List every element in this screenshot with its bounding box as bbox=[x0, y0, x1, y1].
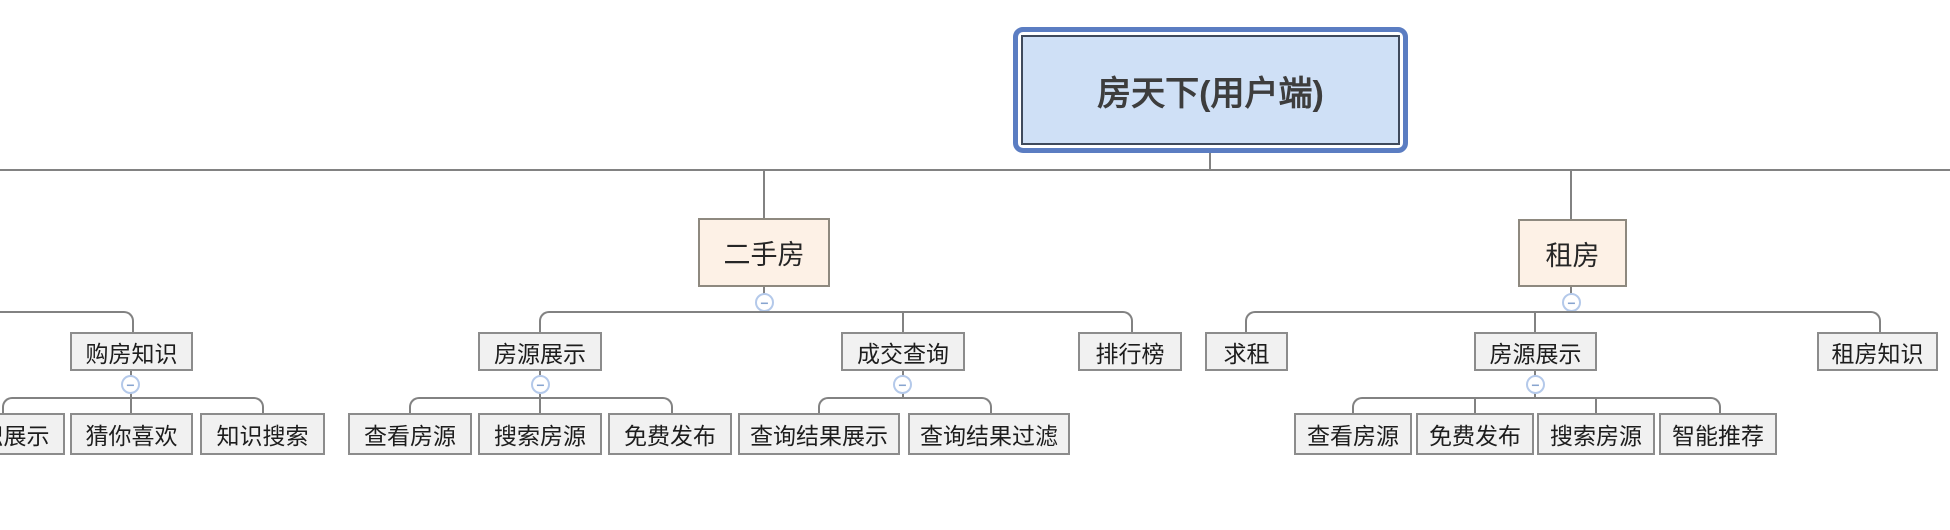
topic-knowledge-display[interactable]: 知识展示 bbox=[0, 413, 65, 455]
topic-guess-you-like-label: 猜你喜欢 bbox=[85, 423, 178, 449]
topic-rent-label: 租房 bbox=[1545, 240, 1600, 271]
connector-rent-rail-corner-left bbox=[1245, 311, 1257, 334]
topic-ranking[interactable]: 排行榜 bbox=[1078, 332, 1182, 371]
connector-secondhand-rail-corner-right bbox=[1121, 311, 1133, 334]
connector-left-rail bbox=[0, 311, 123, 313]
connector-root-stub bbox=[1209, 153, 1211, 169]
collapse-icon-deal[interactable]: − bbox=[893, 375, 912, 394]
root-topic-body: 房天下(用户端) bbox=[1021, 35, 1400, 145]
topic-rent-view-listing-label: 查看房源 bbox=[1307, 423, 1399, 449]
connector-rent-rail bbox=[1255, 311, 1869, 313]
topic-rent-seek-label: 求租 bbox=[1223, 340, 1270, 367]
topic-knowledge-search[interactable]: 知识搜索 bbox=[200, 413, 325, 455]
topic-secondhand[interactable]: 二手房 bbox=[698, 218, 830, 287]
topic-rent-search-listing-label: 搜索房源 bbox=[1550, 423, 1642, 449]
collapse-icon-rent-listing[interactable]: − bbox=[1526, 375, 1545, 394]
topic-rent-knowledge[interactable]: 租房知识 bbox=[1817, 332, 1938, 371]
connector-left-rail-corner bbox=[122, 311, 134, 334]
topic-sh-view-listing-label: 查看房源 bbox=[364, 423, 456, 449]
connector-shlisting-rail-corner-left bbox=[409, 397, 421, 415]
connector-rentlisting-rail-corner-left bbox=[1352, 397, 1364, 415]
connector-deal-rail bbox=[828, 397, 980, 399]
connector-root-rail bbox=[0, 169, 1950, 171]
topic-rent-seek[interactable]: 求租 bbox=[1205, 332, 1288, 371]
topic-rent-free-publish[interactable]: 免费发布 bbox=[1416, 413, 1534, 455]
topic-rent-listing-label: 房源展示 bbox=[1489, 340, 1582, 367]
connector-drop-deal bbox=[902, 311, 904, 332]
topic-rent-search-listing[interactable]: 搜索房源 bbox=[1537, 413, 1655, 455]
topic-guess-you-like[interactable]: 猜你喜欢 bbox=[70, 413, 193, 455]
connector-rentlisting-rail bbox=[1362, 397, 1709, 399]
topic-secondhand-label: 二手房 bbox=[723, 240, 805, 270]
topic-smart-recommend[interactable]: 智能推荐 bbox=[1659, 413, 1777, 455]
connector-buyknow-rail-corner-right bbox=[252, 397, 264, 415]
topic-sh-view-listing[interactable]: 查看房源 bbox=[348, 413, 472, 455]
topic-deal-query[interactable]: 成交查询 bbox=[841, 332, 965, 371]
topic-smart-recommend-label: 智能推荐 bbox=[1672, 423, 1764, 449]
connector-secondhand-rail bbox=[549, 311, 1121, 313]
connector-drop-rent-listing bbox=[1534, 311, 1536, 332]
topic-result-display[interactable]: 查询结果展示 bbox=[738, 413, 900, 455]
connector-buyknow-rail-corner-left bbox=[2, 397, 14, 415]
collapse-icon-secondhand[interactable]: − bbox=[755, 293, 774, 312]
topic-result-filter-label: 查询结果过滤 bbox=[920, 423, 1058, 449]
connector-buyknow-rail bbox=[12, 397, 252, 399]
connector-rent-rail-corner-right bbox=[1869, 311, 1881, 334]
topic-secondhand-listing[interactable]: 房源展示 bbox=[478, 332, 602, 371]
root-topic[interactable]: 房天下(用户端) bbox=[1013, 27, 1408, 153]
collapse-icon-rent[interactable]: − bbox=[1562, 293, 1581, 312]
topic-sh-free-publish[interactable]: 免费发布 bbox=[608, 413, 732, 455]
connector-drop-guess bbox=[130, 397, 132, 413]
topic-rent-knowledge-label: 租房知识 bbox=[1831, 340, 1924, 367]
topic-rent-free-publish-label: 免费发布 bbox=[1429, 423, 1521, 449]
topic-buy-knowledge[interactable]: 购房知识 bbox=[70, 332, 193, 371]
topic-rent-view-listing[interactable]: 查看房源 bbox=[1294, 413, 1412, 455]
topic-knowledge-search-label: 知识搜索 bbox=[216, 423, 309, 449]
collapse-icon-buy-knowledge[interactable]: − bbox=[121, 375, 140, 394]
topic-rent[interactable]: 租房 bbox=[1518, 219, 1627, 287]
connector-deal-rail-corner-left bbox=[818, 397, 830, 415]
connector-drop-rent-publish bbox=[1474, 397, 1476, 413]
topic-buy-knowledge-label: 购房知识 bbox=[85, 340, 178, 367]
topic-ranking-label: 排行榜 bbox=[1095, 340, 1165, 367]
connector-shlisting-rail-corner-right bbox=[661, 397, 673, 415]
connector-deal-rail-corner-right bbox=[980, 397, 992, 415]
connector-drop-sh-search bbox=[539, 397, 541, 413]
connector-rentlisting-rail-corner-right bbox=[1709, 397, 1721, 415]
topic-secondhand-listing-label: 房源展示 bbox=[494, 340, 586, 367]
topic-result-display-label: 查询结果展示 bbox=[750, 423, 888, 449]
topic-sh-search-listing[interactable]: 搜索房源 bbox=[478, 413, 602, 455]
topic-deal-query-label: 成交查询 bbox=[857, 340, 949, 367]
connector-drop-secondhand bbox=[763, 171, 765, 218]
connector-secondhand-rail-corner-left bbox=[539, 311, 551, 334]
connector-drop-rent bbox=[1570, 171, 1572, 219]
topic-rent-listing[interactable]: 房源展示 bbox=[1474, 332, 1597, 371]
topic-sh-free-publish-label: 免费发布 bbox=[624, 423, 716, 449]
root-topic-label: 房天下(用户端) bbox=[1097, 74, 1324, 113]
collapse-icon-secondhand-listing[interactable]: − bbox=[531, 375, 550, 394]
connector-drop-rent-search bbox=[1595, 397, 1597, 413]
topic-knowledge-display-label: 知识展示 bbox=[0, 423, 50, 449]
topic-sh-search-listing-label: 搜索房源 bbox=[494, 423, 586, 449]
topic-result-filter[interactable]: 查询结果过滤 bbox=[908, 413, 1070, 455]
